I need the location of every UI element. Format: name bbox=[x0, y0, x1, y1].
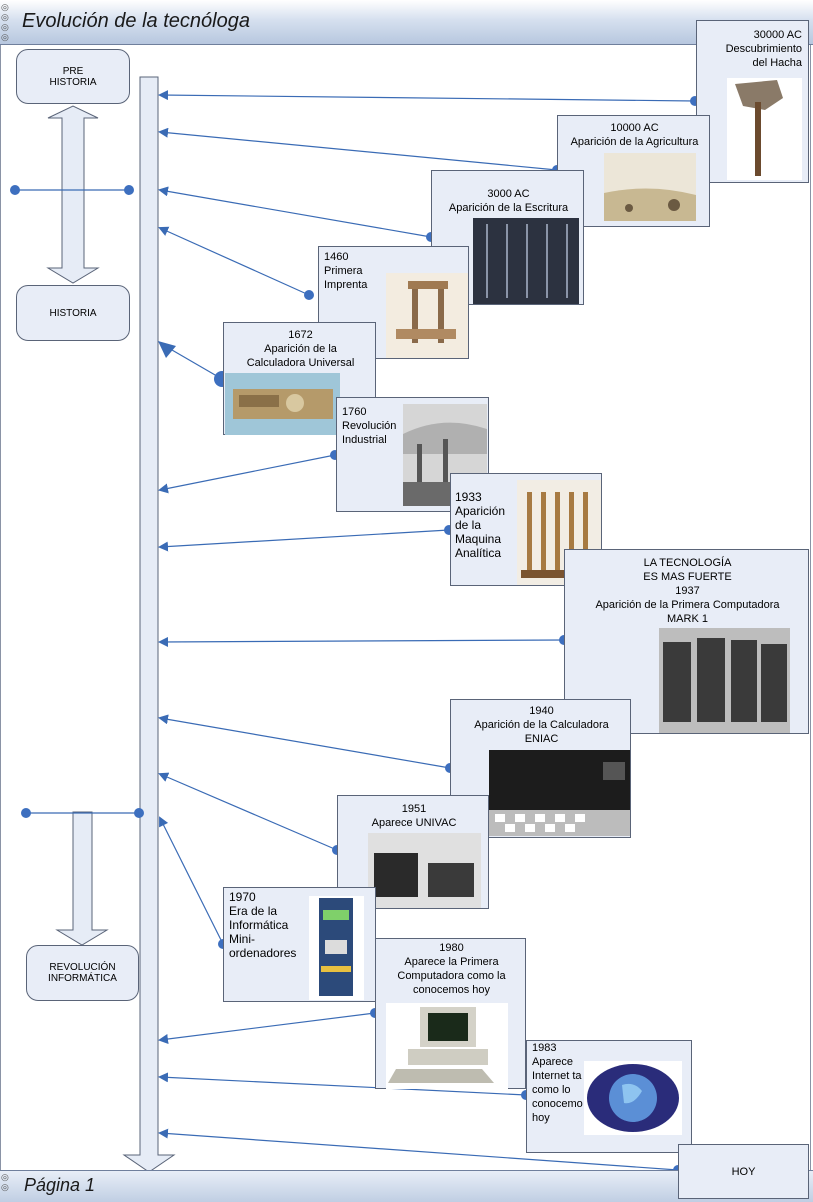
internet-globe-image bbox=[584, 1061, 682, 1135]
era-revolucion: REVOLUCIÓN INFORMÁTICA bbox=[26, 945, 139, 1001]
event-imprenta-caption: 1460 Primera Imprenta bbox=[324, 251, 368, 291]
factory-image bbox=[403, 404, 487, 506]
era-double-arrow bbox=[46, 105, 100, 284]
event-calculadora: 1672 Aparición de la Calculadora Univers… bbox=[223, 322, 376, 435]
minicomputer-image bbox=[309, 896, 364, 1000]
era-revolucion-label: REVOLUCIÓN INFORMÁTICA bbox=[48, 962, 117, 984]
page-title: Evolución de la tecnóloga bbox=[22, 10, 250, 32]
hieroglyphs-image bbox=[473, 218, 579, 304]
mark1-computer-image bbox=[659, 628, 790, 733]
main-timeline-arrow bbox=[122, 76, 176, 1173]
eniac-image bbox=[489, 750, 630, 836]
page-number: Página 1 bbox=[24, 1175, 96, 1195]
era-hoy-label: HOY bbox=[731, 1165, 756, 1178]
univac-image bbox=[368, 833, 481, 908]
pc-image bbox=[386, 1003, 508, 1089]
event-pc: 1980 Aparece la Primera Computadora como… bbox=[375, 938, 526, 1089]
event-mark1-caption: LA TECNOLOGÍA ES MAS FUERTE 1937 Aparici… bbox=[595, 557, 780, 625]
era-historia-label: HISTORIA bbox=[49, 307, 97, 319]
binder-ring-icon-bottom: ◎◎ bbox=[1, 1172, 9, 1192]
era-historia: HISTORIA bbox=[16, 285, 130, 341]
calculator-image bbox=[225, 373, 340, 435]
event-calculadora-caption: 1672 Aparición de la Calculadora Univers… bbox=[246, 329, 355, 369]
event-internet-caption: 1983 Aparece Internet ta como lo conocem… bbox=[532, 1042, 583, 1124]
event-industrial-caption: 1760 Revolución Industrial bbox=[342, 406, 397, 446]
event-escritura-caption: 3000 AC Aparición de la Escritura bbox=[448, 188, 569, 214]
era-prehistoria-label: PRE HISTORIA bbox=[49, 65, 97, 88]
printing-press-image bbox=[386, 273, 468, 358]
event-hacha: 30000 AC Descubrimiento del Hacha bbox=[696, 20, 809, 183]
agriculture-image bbox=[604, 153, 696, 221]
event-univac-caption: 1951 Aparece UNIVAC bbox=[371, 803, 457, 829]
footer-bar: Página 1 bbox=[0, 1170, 813, 1202]
binder-ring-icon: ◎◎◎◎ bbox=[1, 2, 9, 42]
event-eniac-caption: 1940 Aparición de la Calculadora ENIAC bbox=[474, 705, 609, 745]
era-prehistoria: PRE HISTORIA bbox=[16, 49, 130, 104]
event-maquina-caption: 1933 Aparición de la Maquina Analítica bbox=[455, 490, 506, 560]
title-bar: Evolución de la tecnóloga bbox=[0, 0, 813, 45]
era-hoy: HOY bbox=[678, 1144, 809, 1199]
axe-image bbox=[727, 78, 802, 180]
event-univac: 1951 Aparece UNIVAC bbox=[337, 795, 489, 909]
event-internet: 1983 Aparece Internet ta como lo conocem… bbox=[526, 1040, 692, 1153]
event-agricultura: 10000 AC Aparición de la Agricultura bbox=[557, 115, 710, 227]
revolution-arrow bbox=[55, 811, 109, 946]
event-pc-caption: 1980 Aparece la Primera Computadora como… bbox=[397, 942, 506, 996]
event-hacha-caption: 30000 AC Descubrimiento del Hacha bbox=[725, 29, 802, 69]
event-mini-caption: 1970 Era de la Informática Mini- ordenad… bbox=[229, 890, 297, 960]
event-mini: 1970 Era de la Informática Mini- ordenad… bbox=[223, 887, 376, 1002]
event-agricultura-caption: 10000 AC Aparición de la Agricultura bbox=[570, 122, 699, 148]
